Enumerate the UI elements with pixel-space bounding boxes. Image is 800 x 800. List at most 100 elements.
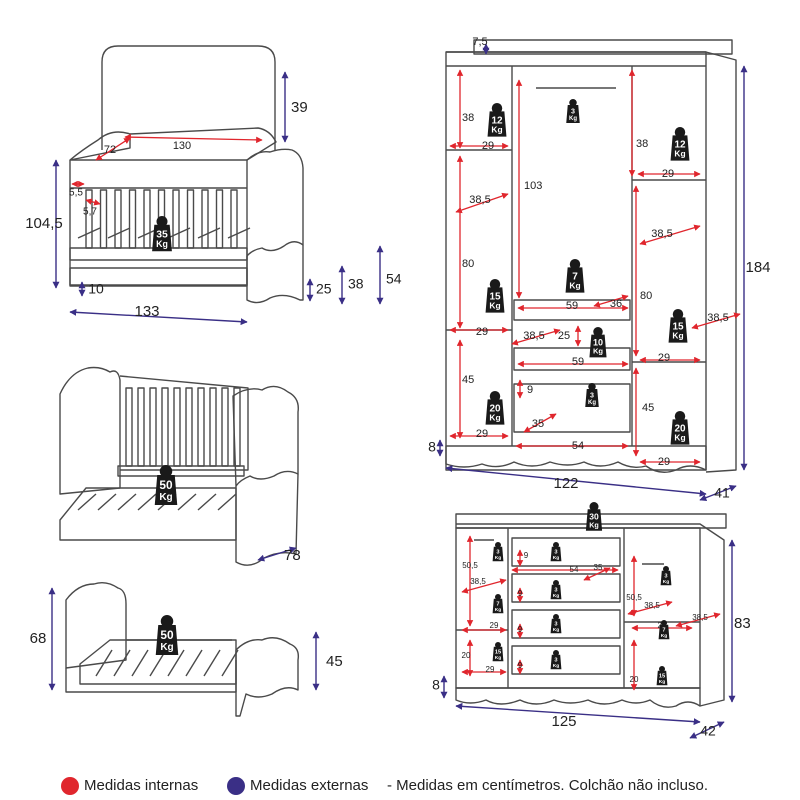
dresser-weight-6-knob bbox=[553, 614, 559, 620]
wardrobe-c-d3-dim-label: 35 bbox=[532, 418, 544, 430]
wardrobe-c-hang-dim-label: 103 bbox=[524, 180, 542, 192]
dresser-weight-5-value: 7 bbox=[496, 602, 499, 608]
wardrobe-width-dim-line bbox=[445, 465, 707, 497]
dresser-weight-10-value: 15 bbox=[659, 674, 665, 680]
wardrobe-weight-9-knob bbox=[489, 391, 501, 402]
wardrobe-weight-6-unit: Kg bbox=[672, 331, 683, 341]
minibed-weight-body bbox=[154, 475, 178, 505]
crib-length-dim-line bbox=[124, 133, 263, 144]
wardrobe-r-top-dim-label: 38 bbox=[636, 138, 648, 150]
external-legend-label: Medidas externas bbox=[250, 777, 369, 794]
wardrobe-weight-9-value: 20 bbox=[489, 403, 501, 414]
wardrobe-center-shelf bbox=[513, 299, 631, 321]
dresser-weight-11-unit: Kg bbox=[661, 633, 667, 639]
crib-depth-dim-label: 72 bbox=[104, 144, 116, 156]
wardrobe-weight-5-unit: Kg bbox=[489, 301, 500, 311]
dresser-c-h1-dim-label: 9 bbox=[524, 551, 529, 560]
minibed-weight-knob bbox=[159, 465, 173, 478]
crib-width-dim-label: 133 bbox=[134, 303, 159, 320]
crib-slat bbox=[99, 189, 108, 249]
minibed-depth-dim-label: 78 bbox=[284, 547, 301, 564]
wardrobe-weight-10-knob bbox=[674, 411, 686, 422]
wardrobe-weight-7-unit: Kg bbox=[593, 347, 603, 356]
minibed-weight-unit: Kg bbox=[159, 492, 172, 503]
crib-slat bbox=[85, 189, 93, 249]
dresser-weight-8-unit: Kg bbox=[553, 663, 559, 669]
dresser-weight-9-body bbox=[492, 646, 504, 662]
legend-note: - Medidas em centímetros. Colchão não in… bbox=[387, 777, 708, 794]
dresser-body bbox=[455, 527, 701, 689]
minibed-base bbox=[59, 487, 237, 541]
dresser-base-wave bbox=[455, 687, 701, 708]
crib-weight-value: 35 bbox=[156, 229, 168, 240]
dresser-weight-6-body bbox=[550, 618, 562, 634]
wardrobe-c-h2-dim-label: 9 bbox=[527, 384, 533, 396]
dresser-weight-1-knob bbox=[589, 502, 599, 511]
crib-base-slat bbox=[227, 227, 251, 239]
dresser-drawer bbox=[511, 537, 621, 567]
internal-legend-dot bbox=[61, 777, 79, 795]
wardrobe-l-d1-dim-label: 38,5 bbox=[469, 194, 490, 206]
dresser-l-d1-dim-line bbox=[461, 578, 507, 594]
lowbed-height-dim-label: 68 bbox=[30, 630, 47, 647]
dresser-width-dim-label: 125 bbox=[551, 713, 576, 730]
dresser-l-d1-dim-label: 38,5 bbox=[470, 577, 486, 586]
lowbed-slat bbox=[95, 649, 113, 677]
lowbed-slat bbox=[113, 649, 131, 677]
dresser-weight-3-knob bbox=[553, 542, 559, 548]
wardrobe-weight-7-body bbox=[589, 334, 607, 358]
dresser-drawer bbox=[511, 645, 621, 675]
crib-back-top bbox=[129, 127, 277, 161]
dresser-weight-11-value: 7 bbox=[662, 628, 665, 634]
dresser-weight-4-unit: Kg bbox=[553, 593, 559, 599]
lowbed-foot-panel bbox=[235, 637, 300, 717]
dresser-r-d1-dim-label: 38,5 bbox=[644, 601, 660, 610]
wardrobe-weight-2-body bbox=[566, 105, 580, 123]
minibed-slat bbox=[149, 387, 157, 467]
crib-slat bbox=[172, 189, 180, 249]
dresser-r-h2-dim-label: 20 bbox=[630, 675, 639, 684]
crib-length-dim-label: 130 bbox=[173, 140, 191, 152]
minibed-base-slat bbox=[177, 493, 197, 511]
crib-height-dim-label: 104,5 bbox=[25, 215, 63, 232]
wardrobe-l-w3-dim-label: 29 bbox=[476, 428, 488, 440]
wardrobe-depth-dim-line bbox=[699, 485, 737, 501]
wardrobe-c-d2-dim-line bbox=[511, 328, 561, 346]
crib-base-slat bbox=[107, 227, 131, 239]
minibed-rail bbox=[117, 465, 245, 477]
crib-base-slat bbox=[197, 227, 221, 239]
minibed-base-slat bbox=[117, 493, 137, 511]
lowbed-weight-knob bbox=[160, 615, 174, 628]
dresser-weight-11: 7Kg bbox=[658, 620, 670, 640]
dresser-r-d2-dim-line bbox=[675, 612, 721, 628]
wardrobe-width-dim-label: 122 bbox=[553, 475, 578, 492]
wardrobe-l-d1-dim-line bbox=[455, 192, 509, 214]
wardrobe-c-h1-dim-label: 25 bbox=[558, 330, 570, 342]
crib-top-edge bbox=[69, 131, 131, 161]
crib-base-slat bbox=[77, 227, 101, 239]
minibed-base-slat bbox=[197, 493, 217, 511]
wardrobe-weight-7-knob bbox=[593, 327, 603, 337]
dresser-weight-4: 3Kg bbox=[550, 580, 562, 600]
minibed-slat bbox=[209, 387, 217, 467]
wardrobe-weight-8: 3Kg bbox=[585, 383, 599, 407]
crib-side2-dim-label: 38 bbox=[348, 276, 364, 292]
wardrobe-l-w1-dim-label: 29 bbox=[482, 140, 494, 152]
crib-headboard-dim-label: 39 bbox=[291, 99, 308, 116]
dresser-base-dim-label: 8 bbox=[432, 677, 440, 693]
lowbed-head-panel bbox=[65, 581, 127, 669]
dresser-l-w2-dim-label: 29 bbox=[486, 665, 495, 674]
dresser-weight-6-value: 3 bbox=[554, 622, 557, 628]
minibed-depth-dim-line bbox=[257, 546, 297, 562]
dresser-weight-8-body bbox=[550, 654, 562, 670]
dresser-c-h4-dim-label: 9 bbox=[518, 661, 523, 670]
lowbed-slat bbox=[203, 649, 221, 677]
wardrobe-weight-3-unit: Kg bbox=[674, 149, 685, 159]
minibed-back bbox=[119, 375, 249, 471]
minibed-slat bbox=[137, 387, 145, 467]
